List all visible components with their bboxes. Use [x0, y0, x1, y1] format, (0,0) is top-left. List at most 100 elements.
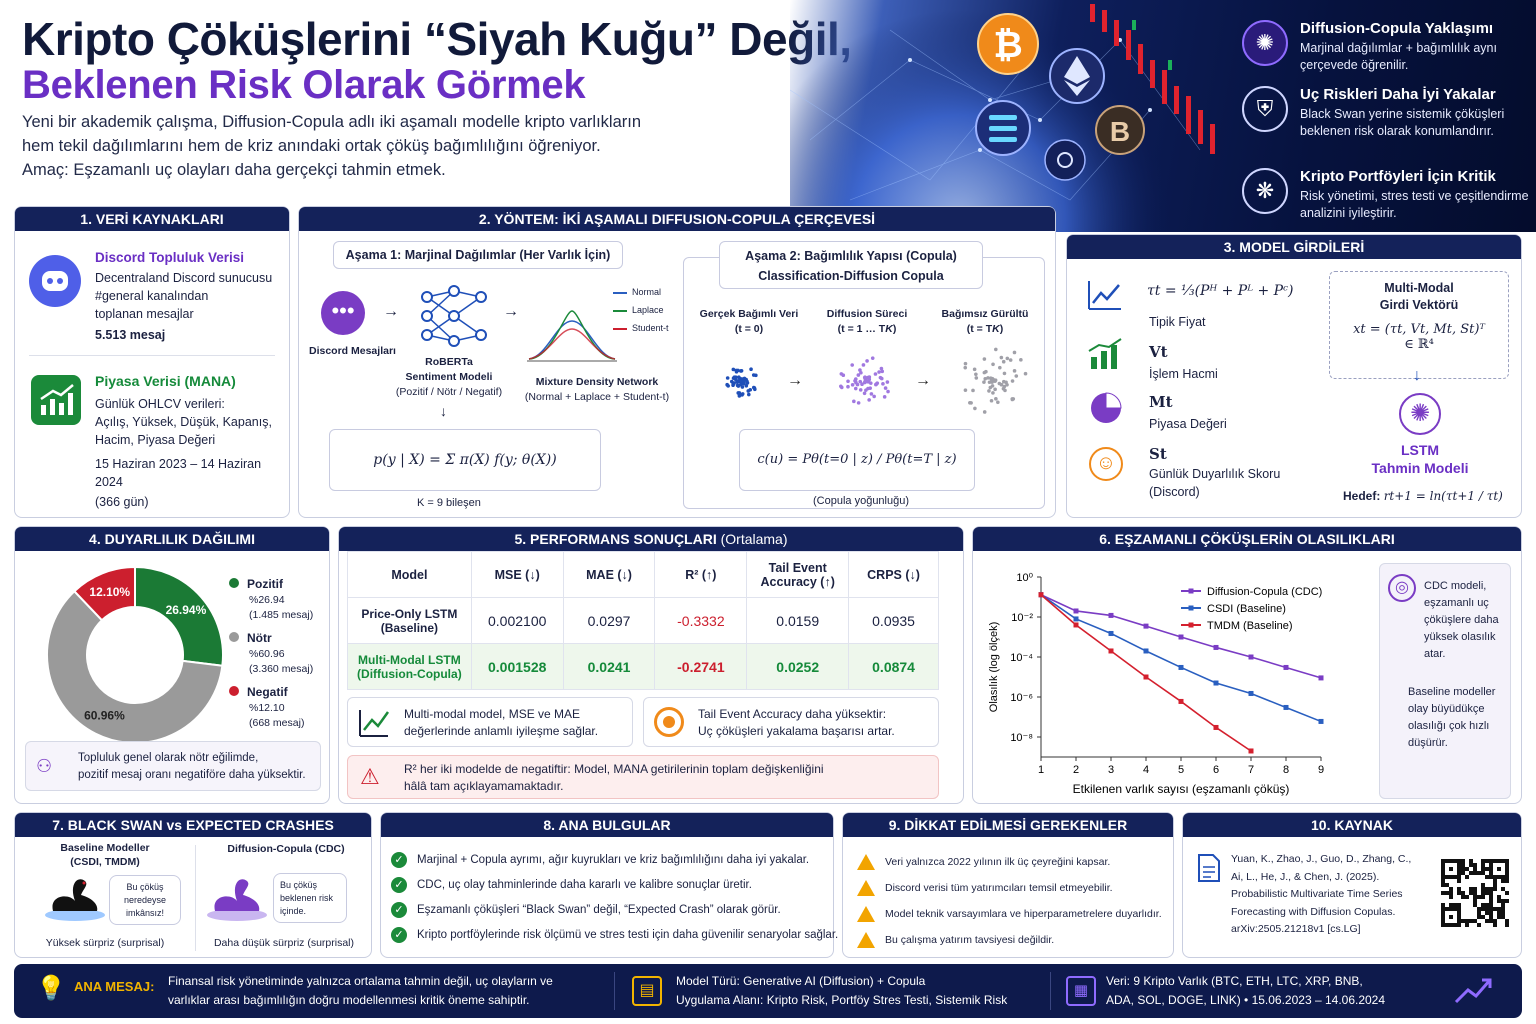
cell: 0.0297 [562, 597, 656, 644]
note-line: eşzamanlı uç [1424, 597, 1489, 609]
scatter-dot [963, 388, 968, 392]
footer-data: Veri: 9 Kripto Varlık (BTC, ETH, LTC, XR… [1106, 974, 1363, 988]
scatter-dot [963, 361, 968, 366]
discord-title: Discord Topluluk Verisi [95, 250, 245, 265]
discord-messages-label: Discord Mesajları [309, 345, 396, 357]
data-point [1108, 648, 1114, 654]
qr-module [1485, 919, 1489, 923]
qr-module [1489, 863, 1493, 867]
input-label: (Discord) [1149, 485, 1200, 499]
qr-module [1469, 891, 1473, 895]
scatter-dot [839, 384, 843, 389]
table-row: Multi-Modal LSTM (Diffusion-Copula) 0.00… [347, 643, 939, 690]
qr-module [1457, 907, 1461, 911]
intro-line: hem tekil dağılımlarını hem de kriz anın… [22, 137, 601, 155]
qr-module [1465, 875, 1469, 879]
x-tick-label: 1 [1038, 764, 1044, 776]
data-point [1143, 623, 1149, 629]
feature-title: Diffusion-Copula Yaklaşımı [1300, 20, 1494, 37]
scatter-dot [1001, 359, 1006, 364]
qr-module [1485, 875, 1489, 879]
scatter-dot [839, 372, 844, 376]
chart-note: ◎ CDC modeli, eşzamanlı uç çöküşlere dah… [1379, 563, 1511, 799]
volume-chart-icon [1088, 338, 1122, 369]
svg-text:₿: ₿ [993, 24, 1022, 65]
note-line: pozitif mesaj oranı negatiföre daha yüks… [78, 769, 306, 781]
qr-module [1485, 911, 1489, 915]
y-tick-label: 10⁻⁶ [1010, 692, 1033, 704]
globe-illustration: ₿ B [790, 4, 1215, 232]
book-icon: ▤ [632, 976, 662, 1006]
finding-text: Marjinal + Copula ayrımı, ağır kuyruklar… [417, 854, 810, 866]
noise-label: ) [999, 323, 1004, 335]
donut-label: 12.10% [89, 585, 130, 599]
feature-title: Kripto Portföyleri İçin Kritik [1300, 168, 1496, 185]
arrow-down-icon: ↓ [1413, 367, 1421, 384]
qr-module [1441, 919, 1445, 923]
scatter-dot [1002, 379, 1006, 384]
input-symbol: St [1149, 445, 1167, 463]
data-point [1143, 648, 1149, 654]
legend-count: (3.360 mesaj) [249, 663, 314, 675]
k-note: K = 9 bileşen [417, 497, 481, 509]
qr-module [1441, 907, 1445, 911]
qr-module [1493, 875, 1497, 879]
qr-module [1493, 879, 1497, 883]
legend-name: Negatif [247, 685, 288, 699]
section-crash-probability: 6. EŞZAMANLI ÇÖKÜŞLERİN OLASILIKLARI 10⁰… [972, 526, 1522, 804]
qr-module [1505, 859, 1509, 863]
lstm-label: LSTM [1400, 442, 1440, 458]
qr-module [1489, 899, 1493, 903]
scatter-dot [988, 376, 993, 381]
list-item: ✓Marjinal + Copula ayrımı, ağır kuyrukla… [391, 851, 838, 876]
qr-module [1457, 915, 1461, 919]
input-label: Piyasa Değeri [1149, 417, 1227, 431]
scatter-dot [850, 383, 855, 387]
check-icon: ✓ [391, 901, 407, 918]
scatter-dot [1012, 369, 1017, 373]
note-line: yüksek olasılık [1424, 631, 1496, 643]
scatter-dot [868, 386, 872, 390]
data-point [1073, 616, 1079, 622]
qr-module [1489, 887, 1493, 891]
footer-msg: varlıklar arası bağımlılığın doğru model… [168, 993, 530, 1007]
scatter-dot [725, 376, 730, 380]
y-axis-label: Olasılık (log ölçek) [988, 622, 1000, 712]
scatter-dot [963, 365, 968, 370]
qr-module [1501, 879, 1505, 883]
qr-module [1481, 907, 1485, 911]
note-line: değerlerinde anlamlı iyileşme sağlar. [404, 724, 599, 738]
scatter-dot [1001, 386, 1006, 391]
qr-module [1453, 923, 1457, 927]
warning-card: ⚠ R² her iki modelde de negatiftir: Mode… [347, 755, 939, 799]
scatter-dot [971, 388, 975, 393]
market-desc: Açılış, Yüksek, Düşük, Kapanış, [95, 415, 272, 429]
scatter-dot [737, 394, 742, 398]
real-data-label: (t = 0) [734, 323, 764, 335]
qr-module [1489, 875, 1493, 879]
col-header: MAE (↓) [562, 551, 656, 598]
scatter-dot [731, 367, 736, 372]
note-line: Multi-modal model, MSE ve MAE [404, 707, 581, 721]
qr-module [1461, 919, 1465, 923]
qr-code-icon[interactable] [1441, 859, 1509, 927]
scatter-dot [1002, 371, 1007, 376]
scatter-dot [740, 392, 745, 396]
cell: -0.3332 [654, 597, 748, 644]
document-icon [1198, 854, 1220, 882]
feature-item: ✺ Diffusion-Copula Yaklaşımı Marjinal da… [1242, 20, 1532, 80]
qr-module [1481, 867, 1485, 871]
qr-module [1449, 915, 1453, 919]
qr-module [1445, 891, 1449, 895]
market-desc: Hacim, Piyasa Değeri [95, 433, 216, 447]
finding-text: Kripto portföylerinde risk ölçümü ve str… [417, 929, 839, 941]
hero-image: ₿ B [790, 0, 1536, 232]
qr-module [1489, 915, 1493, 919]
scatter-dot [999, 355, 1004, 360]
qr-module [1457, 911, 1461, 915]
scatter-dot [858, 388, 863, 392]
section-method: 2. YÖNTEM: İKİ AŞAMALI DIFFUSION-COPULA … [298, 206, 1056, 518]
qr-module [1497, 911, 1501, 915]
scatter-dot [1023, 371, 1028, 376]
scatter-dot [732, 381, 736, 385]
